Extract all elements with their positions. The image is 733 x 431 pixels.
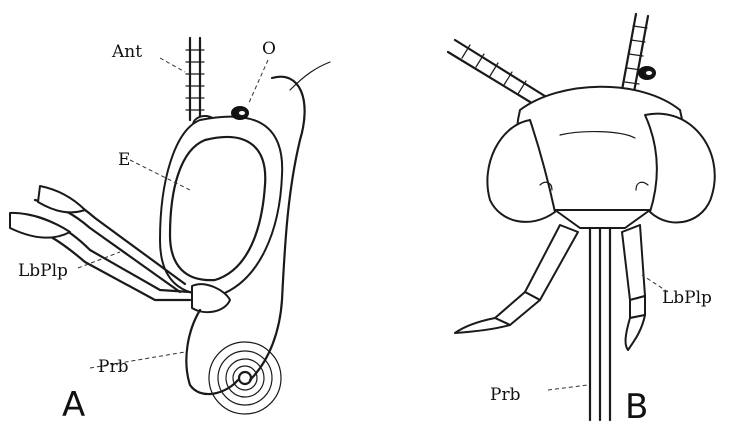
- panel-label-b: B: [625, 387, 648, 427]
- labial-palps-b: [455, 225, 645, 350]
- mouthpart-base-b: [555, 210, 650, 228]
- proboscis-b: [590, 228, 610, 420]
- figure-b: LbPlp Prb B: [448, 14, 715, 427]
- thorax-edge: [290, 62, 330, 90]
- label-proboscis-a: Prb: [98, 357, 129, 377]
- label-proboscis-b: Prb: [490, 385, 521, 405]
- figure-a: Ant O E LbPlp Prb A: [10, 38, 330, 425]
- label-eye: E: [118, 150, 130, 170]
- proboscis-coil: [209, 342, 281, 414]
- label-ant: Ant: [111, 42, 142, 62]
- proboscis: [186, 310, 238, 394]
- panel-label-a: A: [62, 385, 85, 425]
- label-ocellus: O: [262, 39, 276, 59]
- label-labial-palp-a: LbPlp: [18, 261, 68, 281]
- label-labial-palp-b: LbPlp: [662, 288, 712, 308]
- head-capsule: [160, 117, 282, 296]
